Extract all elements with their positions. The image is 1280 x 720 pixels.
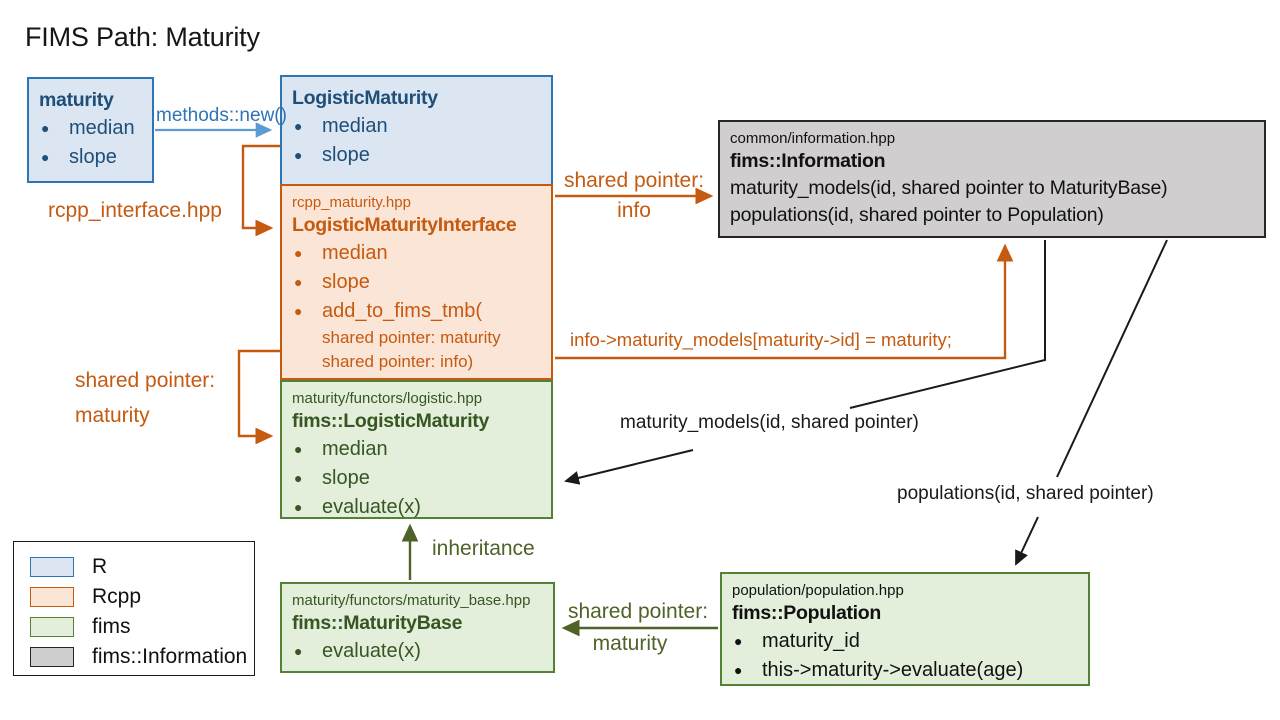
maturity-models-call-label: maturity_models(id, shared pointer) [620,412,919,433]
shared-pointer-maturity-connector [237,349,280,445]
information-box-title: fims::Information [730,150,886,172]
shared-pointer-info-label-line1: shared pointer: [563,169,705,192]
bullet-icon: ● [294,441,303,457]
legend-item-fims-information: fims::Information [30,642,254,672]
bullet-text: evaluate(x) [322,496,421,518]
fims-logistic-box-title: fims::LogisticMaturity [292,410,490,432]
legend-label: R [92,555,108,578]
rcpp-interface-label: rcpp_interface.hpp [48,199,222,222]
bullet-text: median [322,115,388,137]
logistic-maturity-interface-box: rcpp_maturity.hpp LogisticMaturityInterf… [280,184,553,380]
bullet-icon: ● [41,149,50,165]
bullet-icon: ● [294,643,303,659]
maturity-box-title: maturity [39,89,114,111]
populations-connector-lower [1015,516,1039,566]
legend-swatch-r [30,557,74,577]
bullet-text: slope [322,467,370,489]
information-method-line: maturity_models(id, shared pointer to Ma… [730,177,1168,199]
populations-connector-upper [1056,239,1168,478]
bullet-icon: ● [294,147,303,163]
shared-pointer-maturity-label-line1: shared pointer: [75,369,216,392]
population-file-path: population/population.hpp [732,582,904,599]
legend-swatch-fims [30,617,74,637]
population-box-title: fims::Population [732,602,882,624]
maturity-models-connector-lower [564,449,694,485]
legend-swatch-fims-information [30,647,74,667]
bullet-icon: ● [734,662,743,678]
legend-label: Rcpp [92,585,142,608]
legend: R Rcpp fims fims::Information [13,541,255,676]
interface-box-title: LogisticMaturityInterface [292,214,517,236]
bullet-text: slope [322,144,370,166]
bullet-text: maturity_id [762,630,860,652]
info-assign-label: info->maturity_models[maturity->id] = ma… [570,329,952,350]
methods-new-label: methods::new() [156,105,287,126]
interface-sub-line: shared pointer: info) [322,352,474,371]
fims-logistic-file-path: maturity/functors/logistic.hpp [292,390,483,407]
maturity-box: maturity ● median ● slope [27,77,154,183]
legend-swatch-rcpp [30,587,74,607]
bullet-text: median [322,438,388,460]
logistic-maturity-box-title: LogisticMaturity [292,87,438,109]
shared-pointer-maturity-green-label-line1: shared pointer: [567,600,709,623]
interface-sub-line: shared pointer: maturity [322,328,501,347]
bullet-text: this->maturity->evaluate(age) [762,659,1024,681]
fims-maturity-base-box: maturity/functors/maturity_base.hpp fims… [280,582,555,673]
legend-label: fims::Information [92,645,248,668]
bullet-text: median [322,242,388,264]
page-title: FIMS Path: Maturity [25,22,260,52]
legend-label: fims [92,615,131,638]
legend-item-r: R [30,552,254,582]
information-file-path: common/information.hpp [730,130,896,147]
bullet-icon: ● [294,274,303,290]
shared-pointer-maturity-label-line2: maturity [75,404,150,427]
rcpp-interface-connector [241,144,280,237]
bullet-text: evaluate(x) [322,640,421,662]
information-method-line: populations(id, shared pointer to Popula… [730,204,1104,226]
legend-item-fims: fims [30,612,254,642]
bullet-icon: ● [734,633,743,649]
bullet-icon: ● [294,118,303,134]
bullet-icon: ● [294,303,303,319]
bullet-icon: ● [294,499,303,515]
logistic-maturity-box: LogisticMaturity ● median ● slope [280,75,553,184]
interface-file-path: rcpp_maturity.hpp [292,194,411,211]
inheritance-label: inheritance [432,537,535,560]
fims-population-box: population/population.hpp fims::Populati… [720,572,1090,686]
bullet-text: median [69,117,135,139]
maturity-base-file-path: maturity/functors/maturity_base.hpp [292,592,531,609]
fims-logistic-maturity-box: maturity/functors/logistic.hpp fims::Log… [280,380,553,519]
shared-pointer-maturity-green-label-line2: maturity [592,632,668,655]
shared-pointer-info-label-line2: info [617,199,651,222]
bullet-text: add_to_fims_tmb( [322,300,483,322]
bullet-icon: ● [41,120,50,136]
legend-item-rcpp: Rcpp [30,582,254,612]
maturity-models-connector-upper [849,240,1046,409]
populations-call-label: populations(id, shared pointer) [897,483,1154,504]
bullet-icon: ● [294,470,303,486]
bullet-icon: ● [294,245,303,261]
bullet-text: slope [69,146,117,168]
maturity-base-box-title: fims::MaturityBase [292,612,463,634]
fims-information-box: common/information.hpp fims::Information… [718,120,1266,238]
bullet-text: slope [322,271,370,293]
